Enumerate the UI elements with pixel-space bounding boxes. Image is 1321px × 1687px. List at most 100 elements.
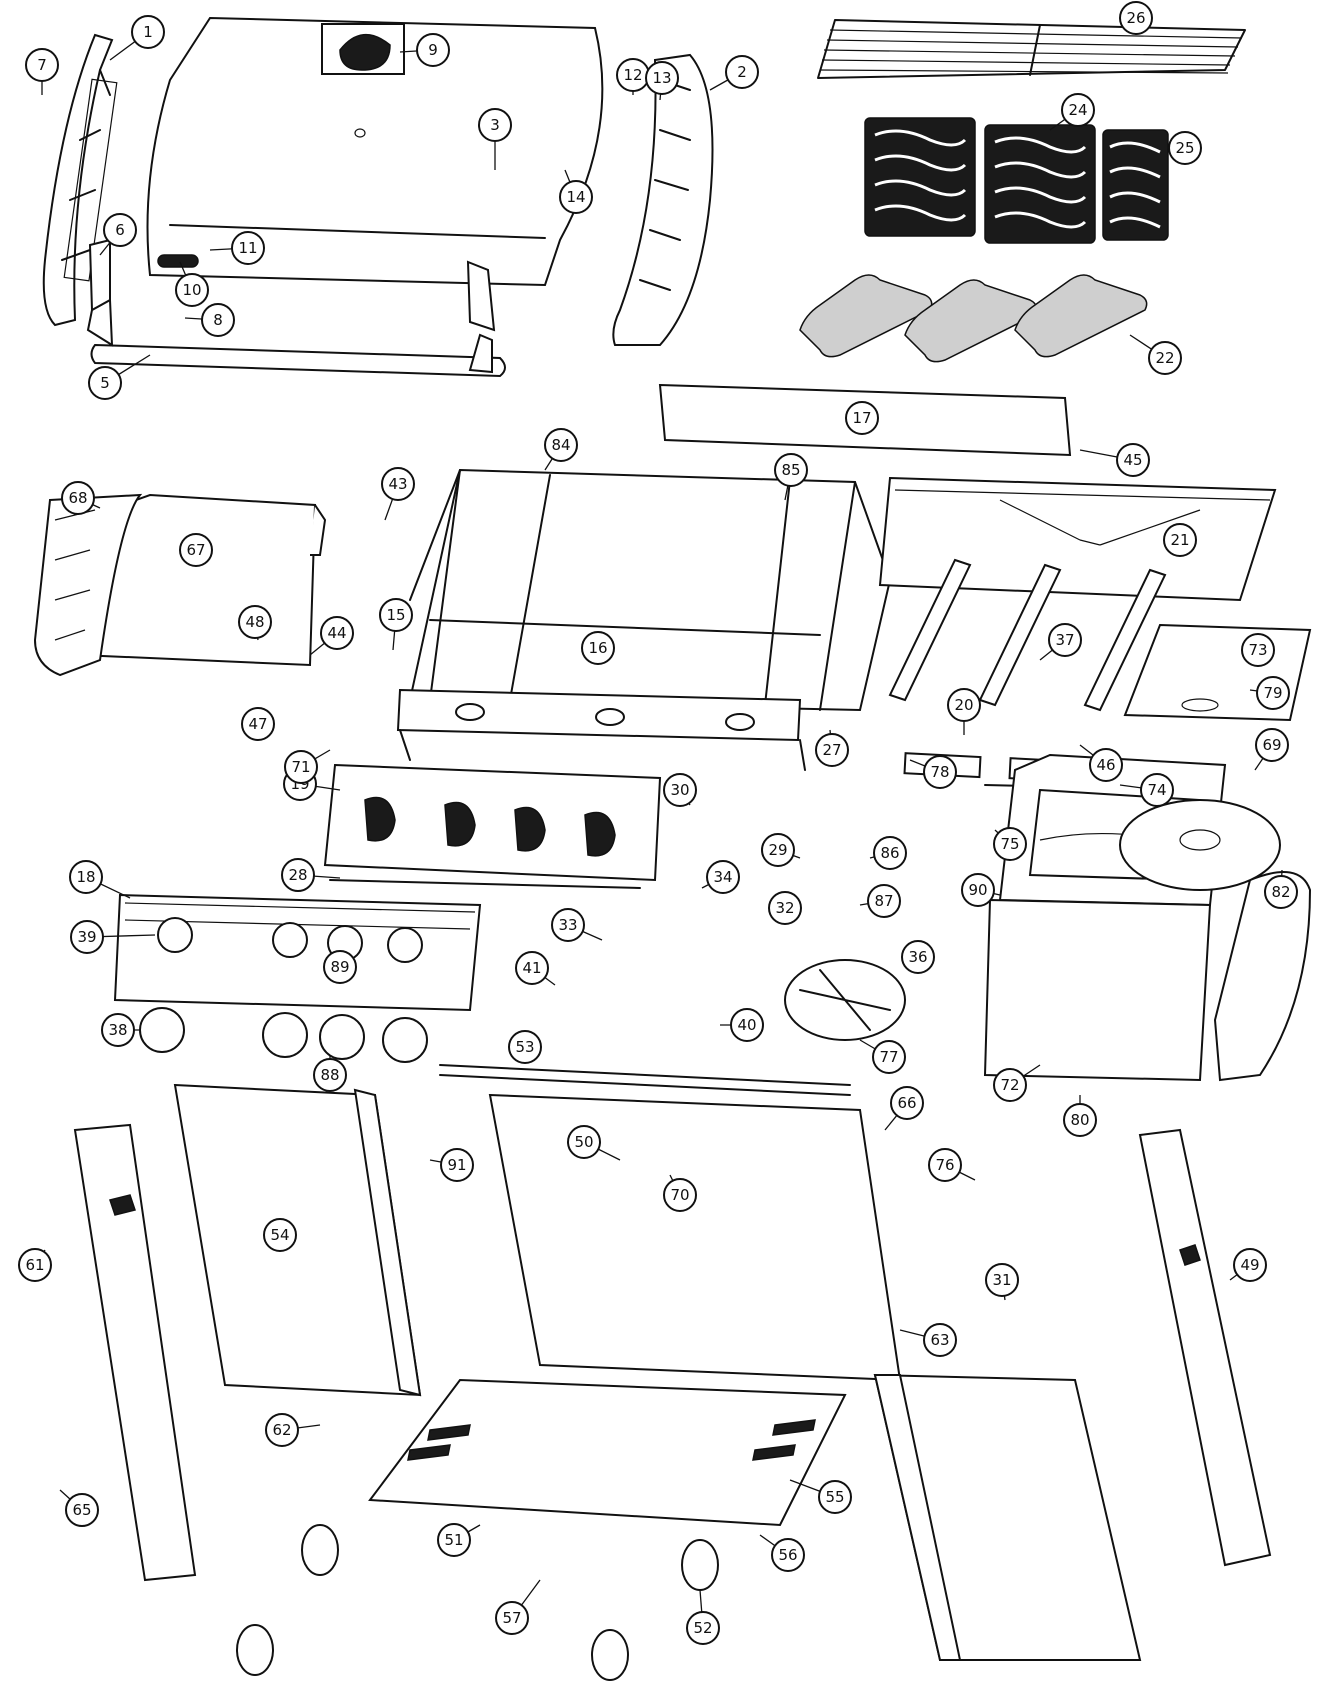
callout-label: 66 [897, 1094, 916, 1112]
callout-label: 21 [1170, 531, 1189, 549]
callout-1: 1 [109, 15, 165, 61]
callout-label: 71 [291, 758, 310, 776]
callout-circle [508, 1030, 542, 1064]
callout-21: 21 [1163, 523, 1197, 557]
callout-circle [65, 1493, 99, 1527]
callout-circle [567, 1125, 601, 1159]
callout-label: 84 [551, 436, 570, 454]
callout-circle [1241, 633, 1275, 667]
callout-circle [101, 1013, 135, 1047]
callout-label: 91 [447, 1156, 466, 1174]
warming-rack [817, 19, 1246, 79]
callout-49: 49 [1229, 1248, 1267, 1282]
callout-label: 16 [588, 639, 607, 657]
callout-label: 31 [992, 1271, 1011, 1289]
lid-left-end-cap [42, 33, 118, 327]
callout-31: 31 [985, 1263, 1019, 1301]
callout-79: 79 [1249, 676, 1290, 710]
callout-label: 32 [775, 899, 794, 917]
callout-62: 62 [265, 1413, 321, 1447]
callout-circle [131, 15, 165, 49]
callout-circle [284, 750, 318, 784]
lid-body [146, 16, 604, 287]
callout-label: 27 [822, 741, 841, 759]
callout-32: 32 [768, 891, 802, 925]
callout-label: 43 [388, 475, 407, 493]
callout-3: 3 [478, 108, 512, 170]
callout-circle [551, 908, 585, 942]
lid-handle [86, 238, 506, 378]
callout-label: 30 [670, 781, 689, 799]
callout-44: 44 [309, 616, 354, 656]
callout-63: 63 [899, 1323, 957, 1357]
callout-14: 14 [559, 169, 593, 214]
callout-label: 65 [72, 1501, 91, 1519]
callout-circle [890, 1086, 924, 1120]
callout-circle [440, 1148, 474, 1182]
callout-24: 24 [1049, 93, 1095, 131]
callout-circle [768, 891, 802, 925]
callout-70: 70 [663, 1174, 697, 1212]
callout-89: 89 [323, 950, 357, 984]
callout-5: 5 [88, 354, 151, 400]
callout-6: 6 [99, 213, 137, 256]
callout-90: 90 [961, 873, 1001, 907]
callout-circle [581, 631, 615, 665]
callout-circle [771, 1538, 805, 1572]
callout-68: 68 [61, 481, 101, 515]
callout-84: 84 [544, 428, 578, 471]
callout-86: 86 [869, 836, 907, 870]
callout-label: 56 [778, 1546, 797, 1564]
callout-circle [645, 61, 679, 95]
callout-55: 55 [789, 1479, 852, 1514]
callout-circle [313, 1058, 347, 1092]
cart-frame-53 [439, 1064, 851, 1096]
callout-label: 76 [935, 1156, 954, 1174]
callout-88: 88 [313, 1055, 347, 1092]
callout-label: 73 [1248, 641, 1267, 659]
callout-label: 29 [768, 841, 787, 859]
callout-52: 52 [686, 1589, 720, 1645]
callout-40: 40 [720, 1008, 764, 1042]
callout-circle [928, 1148, 962, 1182]
callout-circle [923, 1323, 957, 1357]
callout-label: 26 [1126, 9, 1145, 27]
callout-label: 52 [693, 1619, 712, 1637]
callout-circle [1061, 93, 1095, 127]
callout-label: 25 [1175, 139, 1194, 157]
callout-34: 34 [701, 860, 740, 894]
callout-67: 67 [179, 533, 213, 567]
callout-circle [1089, 748, 1123, 782]
callout-circle [873, 836, 907, 870]
callout-48: 48 [238, 605, 272, 641]
callout-label: 22 [1155, 349, 1174, 367]
callout-label: 7 [37, 56, 47, 74]
callout-label: 82 [1271, 883, 1290, 901]
callout-label: 77 [879, 1048, 898, 1066]
callout-label: 33 [558, 916, 577, 934]
cooking-grates [864, 117, 1169, 244]
callout-57: 57 [495, 1579, 541, 1635]
callout-label: 2 [737, 63, 747, 81]
callout-76: 76 [928, 1148, 976, 1182]
callout-28: 28 [281, 858, 341, 892]
callout-20: 20 [947, 688, 981, 735]
callout-circle [320, 616, 354, 650]
callout-label: 10 [182, 281, 201, 299]
callout-label: 37 [1055, 631, 1074, 649]
callout-45: 45 [1079, 443, 1150, 477]
callout-47: 47 [241, 707, 275, 741]
callout-38: 38 [101, 1013, 140, 1047]
callout-circle [1116, 443, 1150, 477]
back-panel-50 [488, 1093, 902, 1382]
callout-circle [103, 213, 137, 247]
callout-label: 5 [100, 374, 110, 392]
callout-61: 61 [18, 1248, 52, 1282]
callout-label: 80 [1070, 1111, 1089, 1129]
callout-label: 11 [238, 239, 257, 257]
callout-65: 65 [59, 1489, 99, 1527]
callout-77: 77 [859, 1039, 906, 1074]
callout-circle [478, 108, 512, 142]
callout-label: 72 [1000, 1076, 1019, 1094]
callout-16: 16 [581, 631, 615, 665]
